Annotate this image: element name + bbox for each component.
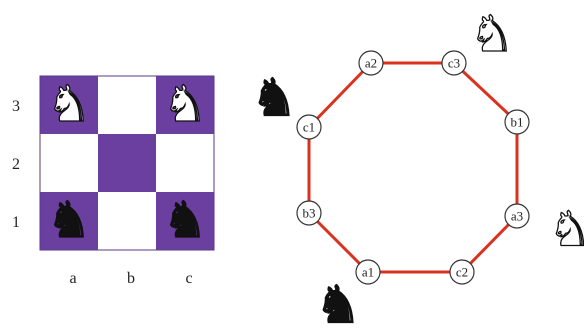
rank-label-2: 2 (12, 156, 20, 173)
square-a2 (40, 134, 98, 192)
white-knight-icon: ♞ (47, 75, 92, 133)
node-label-b1: b1 (511, 115, 524, 130)
chessboard-3x3: 1 2 3 a b c ♞ ♞ ♞ ♞ (12, 75, 214, 287)
file-label-b: b (127, 270, 135, 287)
file-label-a: a (69, 270, 76, 287)
square-b2 (98, 134, 156, 192)
node-label-c1: c1 (303, 120, 315, 135)
square-b3 (98, 76, 156, 134)
edge-c1-a2 (309, 63, 371, 127)
black-knight-icon: ♞ (315, 276, 362, 334)
node-label-b3: b3 (303, 206, 316, 221)
file-label-c: c (185, 270, 192, 287)
black-knight-icon: ♞ (47, 191, 92, 249)
knight-move-graph: a2 c3 b1 a3 c2 a1 b3 c1 ♞ ♞ ♞ ♞ (251, 5, 584, 334)
node-label-c3: c3 (448, 56, 460, 71)
white-knight-icon: ♞ (163, 75, 208, 133)
square-c2 (156, 134, 214, 192)
edge-c3-b1 (454, 63, 517, 122)
rank-label-1: 1 (12, 214, 20, 231)
black-knight-icon: ♞ (163, 191, 208, 249)
white-knight-icon: ♞ (470, 5, 515, 63)
node-label-c2: c2 (456, 265, 468, 280)
black-knight-icon: ♞ (251, 69, 298, 129)
square-b1 (98, 192, 156, 250)
white-knight-icon: ♞ (548, 201, 584, 257)
rank-label-3: 3 (12, 98, 20, 115)
node-label-a3: a3 (511, 209, 523, 224)
node-label-a2: a2 (365, 56, 377, 71)
node-label-a1: a1 (362, 265, 374, 280)
